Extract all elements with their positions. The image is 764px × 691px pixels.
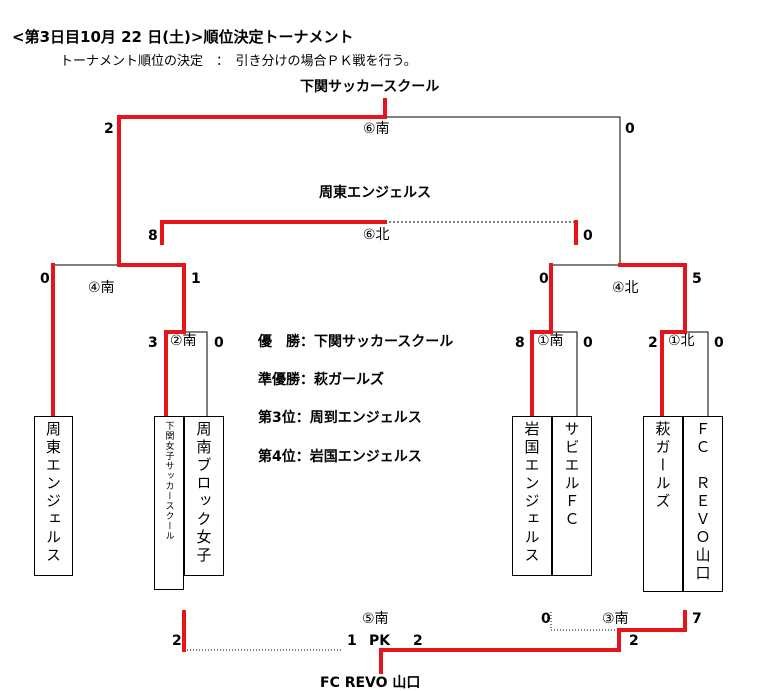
team-box-5: サビエルＦＣ <box>552 416 592 576</box>
score-q-right-left: 2 <box>648 335 658 351</box>
team-name: 萩ガールズ <box>653 421 672 511</box>
score-semi-left-right: 1 <box>191 271 201 287</box>
third-left-winner-line <box>160 220 387 245</box>
team-name: 周南ブロック女子 <box>194 421 213 565</box>
team-box-2: 下関女子サッカースクール <box>154 416 184 590</box>
venue-bottom-right: ③南 <box>602 611 629 627</box>
team-name: サビエルＦＣ <box>562 421 581 529</box>
score-final-left: 2 <box>104 121 114 137</box>
venue-third-place: ⑥北 <box>363 227 390 243</box>
team-name: 周東エンジェルス <box>44 421 62 565</box>
score-q-left-left: 3 <box>148 335 158 351</box>
score-bottom-mid2: 2 <box>413 633 423 649</box>
q-left-winner-line <box>164 330 186 420</box>
score-bottom-left: 2 <box>172 633 182 649</box>
q-right-right-branch <box>685 331 709 418</box>
third-place-label: 周東エンジェルス <box>319 185 431 201</box>
score-third-right: 0 <box>583 228 593 244</box>
venue-q-mid: ①南 <box>537 333 564 349</box>
score-bottom-right7: 7 <box>692 611 702 627</box>
team-box-1: 周東エンジェルス <box>34 416 73 576</box>
venue-bottom-mid: ⑤南 <box>362 611 389 627</box>
result-first: 優 勝：下関サッカースクール <box>258 334 454 350</box>
score-semi-right-right: 5 <box>692 271 702 287</box>
bottom-winner-line <box>379 610 687 674</box>
venue-q-right: ①北 <box>668 333 695 349</box>
venue-q-left: ②南 <box>170 333 197 349</box>
q-left-right-branch <box>184 331 208 418</box>
final-winner-line <box>117 98 387 267</box>
team-name: 下関女子サッカースクール <box>163 421 174 541</box>
q-right-winner-line <box>660 330 687 420</box>
q-mid-winner-line <box>530 330 553 420</box>
score-q-mid-right: 0 <box>583 335 593 351</box>
team-box-4: 岩国エンジェルス <box>512 416 552 576</box>
score-q-mid-left: 8 <box>515 335 525 351</box>
score-bottom-right0: 0 <box>541 611 551 627</box>
team-box-7: ＦＣ ＲＥＶＯ山口 <box>683 416 723 592</box>
page-subheading: トーナメント順位の決定 ： 引き分けの場合ＰＫ戦を行う。 <box>60 54 417 69</box>
bottom-right-dotted-line <box>550 612 685 631</box>
page-heading: <第3日目10月 22 日(土)>順位決定トーナメント <box>12 28 354 46</box>
venue-final: ⑥南 <box>363 121 390 137</box>
bottom-winner-label: FC REVO 山口 <box>320 675 421 691</box>
result-third: 第3位：周到エンジェルス <box>258 410 422 426</box>
score-semi-left-left: 0 <box>40 271 50 287</box>
semi-right-winner-line <box>618 263 687 334</box>
score-bottom-right2: 2 <box>629 633 639 649</box>
semi-left-winner-line <box>117 263 186 334</box>
score-third-left: 8 <box>148 228 158 244</box>
team-name: 岩国エンジェルス <box>522 421 541 565</box>
venue-semi-right: ④北 <box>612 280 639 296</box>
score-bottom-mid1: 1 <box>347 633 357 649</box>
result-second: 準優勝：萩ガールズ <box>258 372 384 388</box>
score-semi-right-left: 0 <box>539 271 549 287</box>
result-fourth: 第4位：岩国エンジェルス <box>258 449 422 465</box>
champion-label: 下関サッカースクール <box>300 79 440 95</box>
venue-semi-left: ④南 <box>88 280 115 296</box>
team-box-6: 萩ガールズ <box>643 416 683 592</box>
team-name: ＦＣ ＲＥＶＯ山口 <box>693 421 712 583</box>
q-mid-right-branch <box>551 331 578 418</box>
score-q-left-right: 0 <box>214 335 224 351</box>
score-bottom-pk: PK <box>369 633 391 649</box>
score-q-right-right: 0 <box>714 335 724 351</box>
team-box-3: 周南ブロック女子 <box>184 416 224 576</box>
score-final-right: 0 <box>625 121 635 137</box>
